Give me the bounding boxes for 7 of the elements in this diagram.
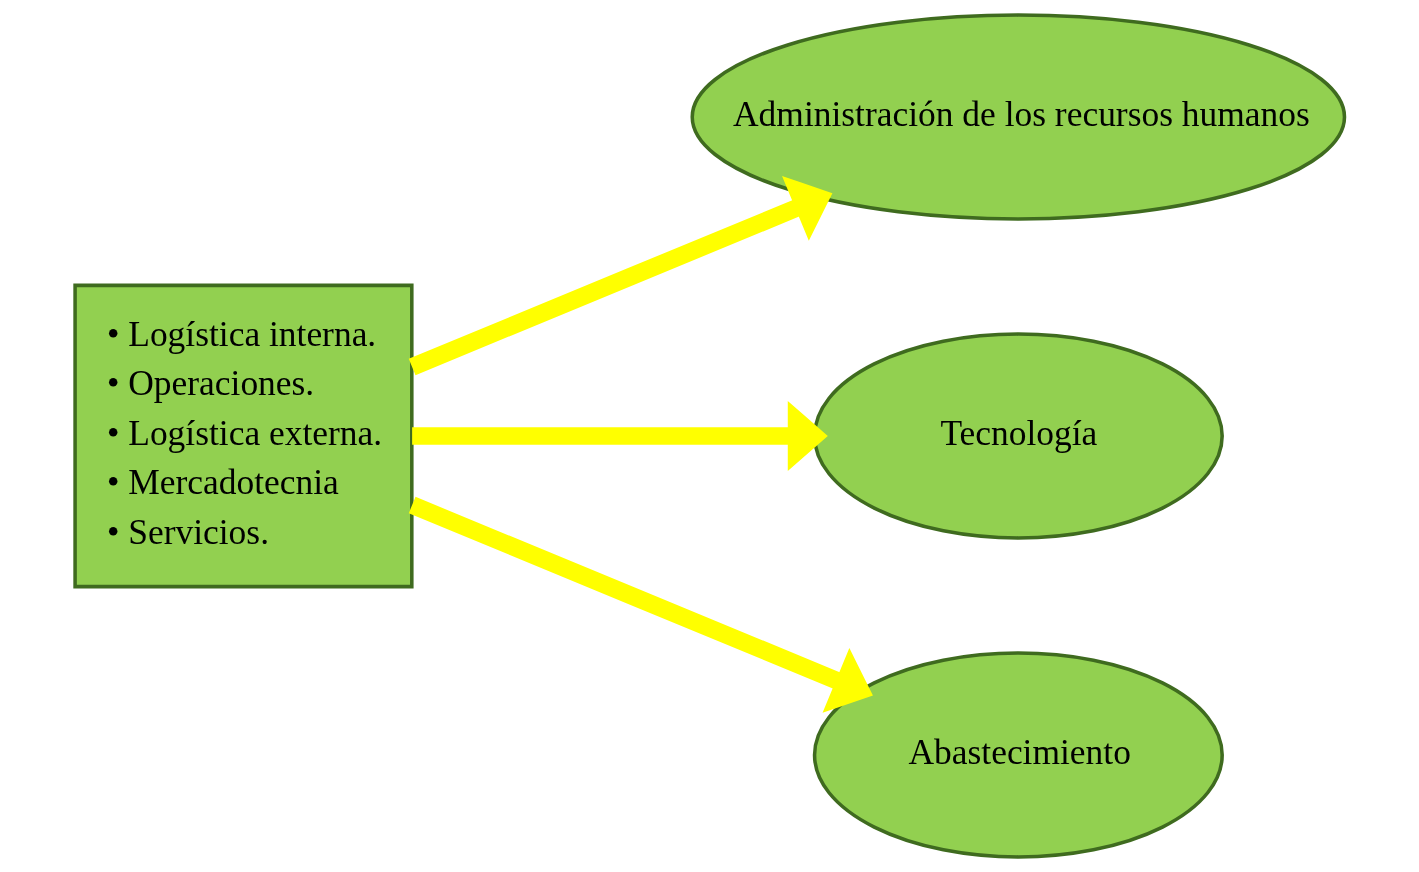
arrow bbox=[408, 176, 832, 376]
node-ellipse: Abastecimiento bbox=[812, 651, 1224, 859]
node-box: • Logística interna. • Operaciones. • Logística externa. • Mercadotecnia • Servicios. bbox=[72, 283, 414, 589]
node-ellipse: Administración de los recursos humanos bbox=[689, 13, 1346, 221]
arrow bbox=[411, 400, 828, 472]
arrow bbox=[408, 496, 873, 713]
node-ellipse: Tecnología bbox=[812, 332, 1224, 540]
